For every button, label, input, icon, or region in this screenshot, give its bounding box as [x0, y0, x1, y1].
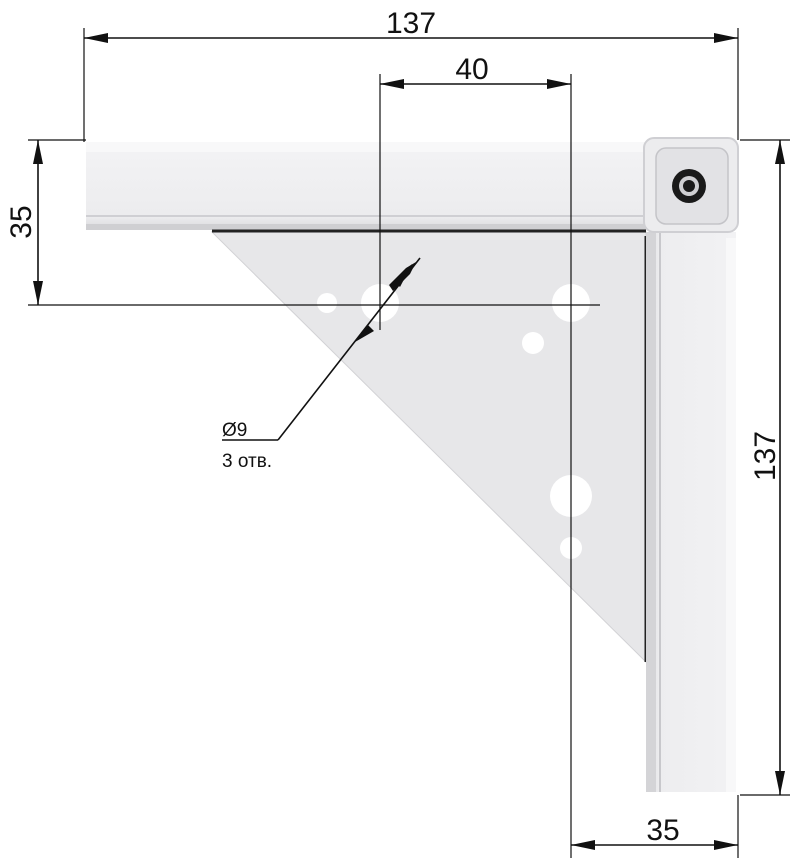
dimension-right-height-label: 137 — [749, 431, 782, 481]
hole-diameter-label: Ø9 — [222, 420, 247, 441]
vertical-profile — [646, 232, 736, 792]
dimension-top-width-label: 137 — [386, 7, 436, 40]
dimension-hole-spacing: 40 — [380, 53, 571, 89]
hole-small — [522, 332, 544, 354]
horizontal-profile — [86, 142, 646, 233]
dimension-left-height: 35 — [5, 140, 43, 305]
dimension-bottom-width: 35 — [571, 814, 738, 850]
hole-count-label: 3 отв. — [222, 451, 272, 472]
dimension-left-height-label: 35 — [5, 205, 38, 238]
dimension-right-height: 137 — [749, 140, 785, 795]
hole-small — [317, 293, 337, 313]
diameter-leader — [222, 257, 421, 441]
dimension-hole-spacing-label: 40 — [455, 53, 488, 86]
dimension-top-width: 137 — [84, 7, 738, 43]
corner-connector — [643, 137, 739, 233]
extension-lines — [28, 28, 790, 858]
dimension-bottom-width-label: 35 — [646, 814, 679, 847]
